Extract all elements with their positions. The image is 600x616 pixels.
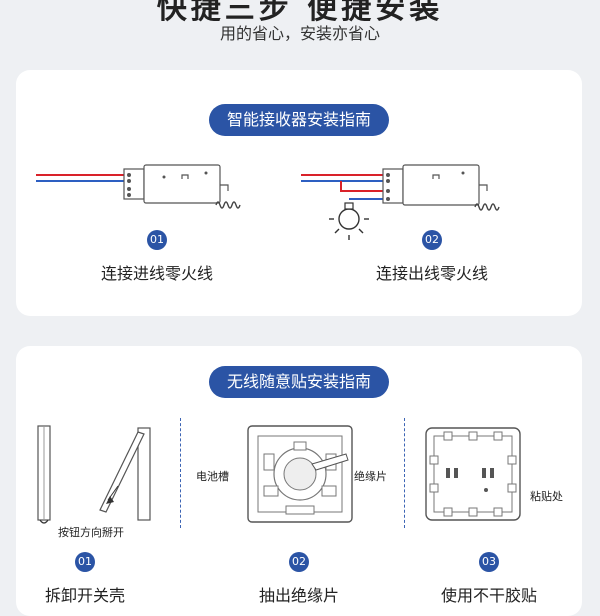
page-subtitle: 用的省心，安装亦省心 [219,24,380,43]
receiver-step-1-caption: 连接进线零火线 [100,264,214,283]
receiver-step-1-badge: 01 [147,230,167,250]
adhesive-placement-diagram [425,427,521,521]
sticker-guide-card: 无线随意贴安装指南 按钮方向掰开 01 拆卸开关壳 电池槽 绝缘片 02 抽出绝… [16,346,582,616]
sticker-step-2-badge: 02 [289,552,309,572]
receiver-step-2-caption: 连接出线零火线 [375,264,489,283]
sticker-step-3-caption: 使用不干胶贴 [440,586,538,605]
sticker-guide-title: 无线随意贴安装指南 [208,366,390,398]
sticker-step-2-caption: 抽出绝缘片 [258,586,340,605]
receiver-guide-title: 智能接收器安装指南 [208,104,390,136]
divider-2 [404,418,405,528]
page-title-cut: 快捷三步 便捷安装 [156,0,444,26]
shell-removal-note: 按钮方向掰开 [58,526,124,539]
insulation-sheet-label: 绝缘片 [354,470,387,483]
receiver-input-wiring-diagram [36,164,241,209]
receiver-step-2-badge: 02 [422,230,442,250]
receiver-guide-card: 智能接收器安装指南 01 连接进线零火线 [16,70,582,316]
battery-slot-label: 电池槽 [196,470,229,483]
sticker-step-1-caption: 拆卸开关壳 [44,586,126,605]
adhesive-area-label: 粘贴处 [530,490,563,503]
switch-shell-removal-diagram [37,425,151,524]
sticker-step-3-badge: 03 [479,552,499,572]
receiver-output-wiring-diagram [301,164,500,240]
divider-1 [180,418,181,528]
sticker-step-1-badge: 01 [75,552,95,572]
battery-slot-diagram [247,425,353,523]
